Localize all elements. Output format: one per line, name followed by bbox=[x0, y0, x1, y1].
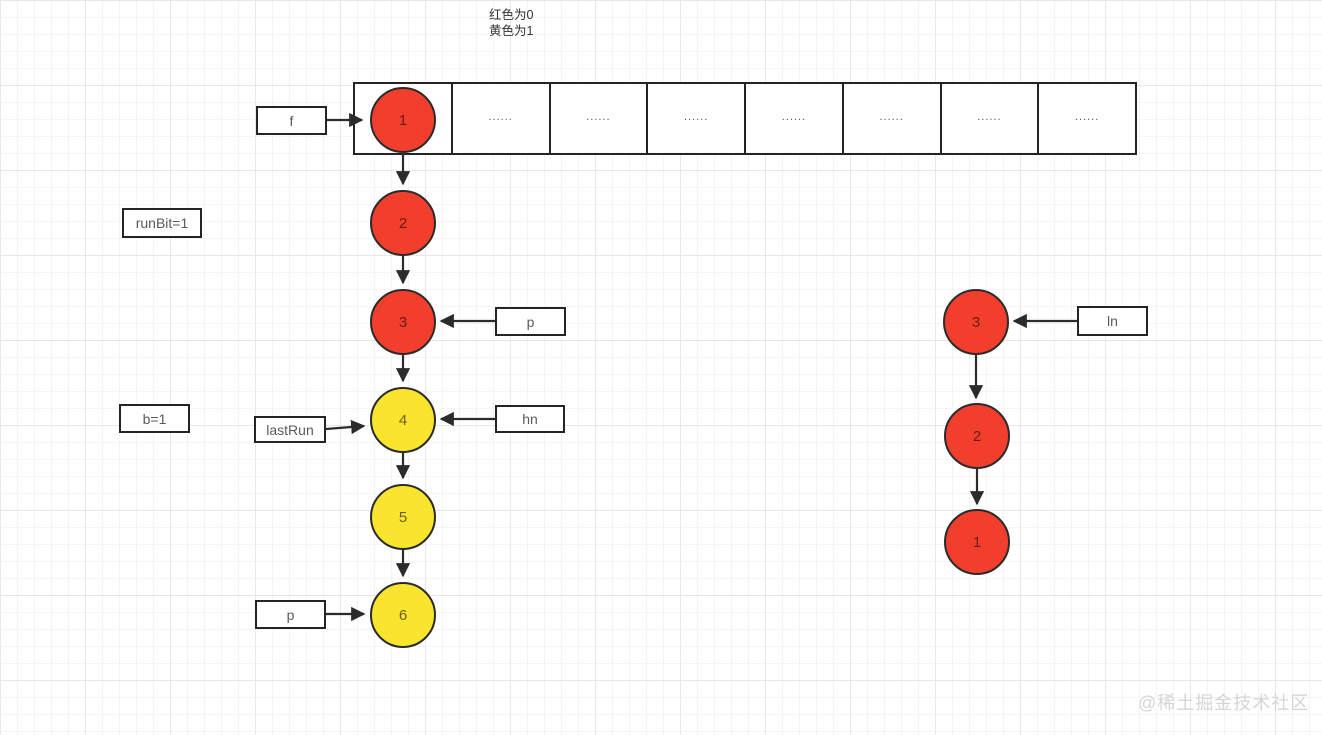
cell-placeholder: ...... bbox=[1074, 110, 1100, 123]
array-cell-1: ...... bbox=[450, 84, 549, 153]
main-node-1: 1 bbox=[370, 87, 436, 153]
pointer-label-p-top: p bbox=[495, 307, 566, 336]
array-cell-6: ...... bbox=[939, 84, 1038, 153]
array-cell-7: ...... bbox=[1037, 84, 1135, 153]
cell-placeholder: ...... bbox=[683, 110, 709, 123]
array-cell-4: ...... bbox=[744, 84, 842, 153]
array-cell-2: ...... bbox=[548, 84, 647, 153]
main-node-3: 3 bbox=[370, 289, 436, 355]
main-node-5: 5 bbox=[370, 484, 436, 550]
cell-placeholder: ...... bbox=[488, 110, 513, 123]
right-node-2: 2 bbox=[944, 403, 1010, 469]
legend: 红色为0 黄色为1 bbox=[489, 7, 533, 39]
cell-placeholder: ...... bbox=[781, 110, 807, 123]
right-node-3: 3 bbox=[943, 289, 1009, 355]
cell-placeholder: ...... bbox=[586, 110, 611, 123]
main-node-6: 6 bbox=[370, 582, 436, 648]
legend-red-line: 红色为0 bbox=[489, 8, 534, 22]
main-node-2: 2 bbox=[370, 190, 436, 256]
array-cell-3: ...... bbox=[646, 84, 744, 153]
cell-placeholder: ...... bbox=[977, 110, 1002, 123]
pointer-label-f: f bbox=[256, 106, 327, 135]
pointer-label-b: b=1 bbox=[119, 404, 190, 433]
cell-placeholder: ...... bbox=[879, 110, 904, 123]
pointer-label-ln: ln bbox=[1077, 306, 1148, 336]
pointer-label-hn: hn bbox=[495, 405, 565, 433]
arrow-lastrun-to-node4 bbox=[325, 419, 366, 435]
watermark: @稀土掘金技术社区 bbox=[1138, 693, 1310, 713]
array-cell-5: ...... bbox=[841, 84, 940, 153]
pointer-label-lastrun: lastRun bbox=[254, 416, 326, 443]
pointer-label-p-bottom: p bbox=[255, 600, 326, 629]
pointer-label-runbit: runBit=1 bbox=[122, 208, 202, 238]
bucket-array: ...... ...... ...... ...... ...... .....… bbox=[353, 82, 1137, 155]
legend-yellow-line: 黄色为1 bbox=[489, 24, 534, 38]
main-node-4: 4 bbox=[370, 387, 436, 453]
right-node-1: 1 bbox=[944, 509, 1010, 575]
